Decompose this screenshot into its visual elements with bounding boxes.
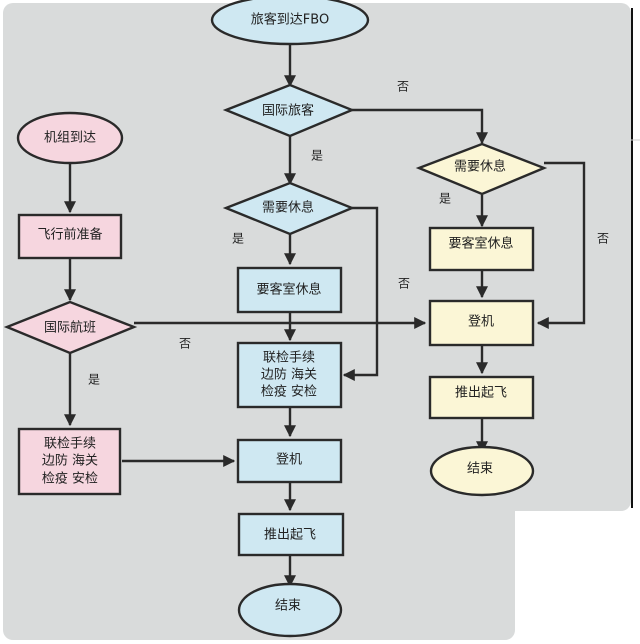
edge-label-intl-rest-no: 否 bbox=[398, 277, 410, 291]
edge-label-intl-rest-yes: 是 bbox=[232, 232, 244, 246]
node-preflight: 飞行前准备 bbox=[17, 213, 123, 260]
node-intl-flight: 国际航班 bbox=[3, 300, 138, 355]
edge-label-intl-passenger-no: 否 bbox=[397, 80, 409, 94]
node-label: 登机 bbox=[276, 453, 302, 468]
node-label-line-1: 联检手续 bbox=[263, 351, 315, 366]
node-label-line-3: 检疫 安检 bbox=[261, 384, 317, 400]
edge-label-dom-rest-no: 否 bbox=[597, 232, 609, 246]
node-label: 机组到达 bbox=[44, 131, 96, 146]
node-dom-pushback: 推出起飞 bbox=[428, 375, 535, 420]
node-label: 国际旅客 bbox=[262, 103, 314, 119]
node-intl-passenger: 国际旅客 bbox=[222, 83, 356, 138]
node-label: 旅客到达FBO bbox=[251, 12, 329, 28]
node-label: 需要休息 bbox=[454, 159, 506, 175]
node-crew-arrive: 机组到达 bbox=[16, 111, 124, 165]
node-label: 推出起飞 bbox=[264, 528, 316, 543]
node-label: 登机 bbox=[468, 315, 494, 330]
edges bbox=[64, 36, 586, 588]
node-intl-board: 登机 bbox=[236, 438, 343, 484]
edge-label-dom-rest-yes: 是 bbox=[439, 192, 451, 206]
node-crew-checks: 联检手续 边防 海关 检疫 安检 bbox=[17, 427, 122, 496]
node-label-line-3: 检疫 安检 bbox=[42, 471, 98, 487]
node-label-line-2: 边防 海关 bbox=[42, 453, 98, 469]
node-label: 要客室休息 bbox=[256, 282, 321, 298]
node-passenger-arrive: 旅客到达FBO bbox=[210, 0, 370, 46]
node-label-line-1: 联检手续 bbox=[44, 437, 96, 452]
edge-label-intl-flight-yes: 是 bbox=[88, 373, 100, 387]
node-dom-lounge: 要客室休息 bbox=[428, 226, 535, 272]
node-label: 结束 bbox=[275, 599, 301, 614]
node-intl-pushback: 推出起飞 bbox=[237, 512, 345, 557]
edge-dom-rest-no bbox=[536, 161, 586, 329]
node-label: 要客室休息 bbox=[448, 236, 513, 252]
node-label: 飞行前准备 bbox=[37, 227, 102, 243]
node-label: 推出起飞 bbox=[455, 386, 507, 401]
node-dom-board: 登机 bbox=[428, 299, 535, 347]
node-dom-need-rest: 需要休息 bbox=[415, 142, 548, 196]
edge-label-intl-flight-no: 否 bbox=[179, 337, 191, 351]
node-intl-need-rest: 需要休息 bbox=[222, 181, 356, 236]
node-label: 国际航班 bbox=[44, 320, 96, 336]
node-label: 结束 bbox=[467, 462, 493, 477]
node-intl-end: 结束 bbox=[237, 582, 343, 638]
node-intl-lounge: 要客室休息 bbox=[236, 266, 343, 314]
node-label: 需要休息 bbox=[262, 200, 314, 216]
edge-intl-rest-no bbox=[342, 206, 379, 381]
node-label-line-2: 边防 海关 bbox=[261, 367, 317, 383]
edge-label-intl-passenger-yes: 是 bbox=[311, 149, 323, 163]
edge-intl-passenger-no bbox=[352, 108, 488, 145]
node-dom-end: 结束 bbox=[429, 445, 535, 497]
node-intl-checks: 联检手续 边防 海关 检疫 安检 bbox=[236, 341, 343, 409]
